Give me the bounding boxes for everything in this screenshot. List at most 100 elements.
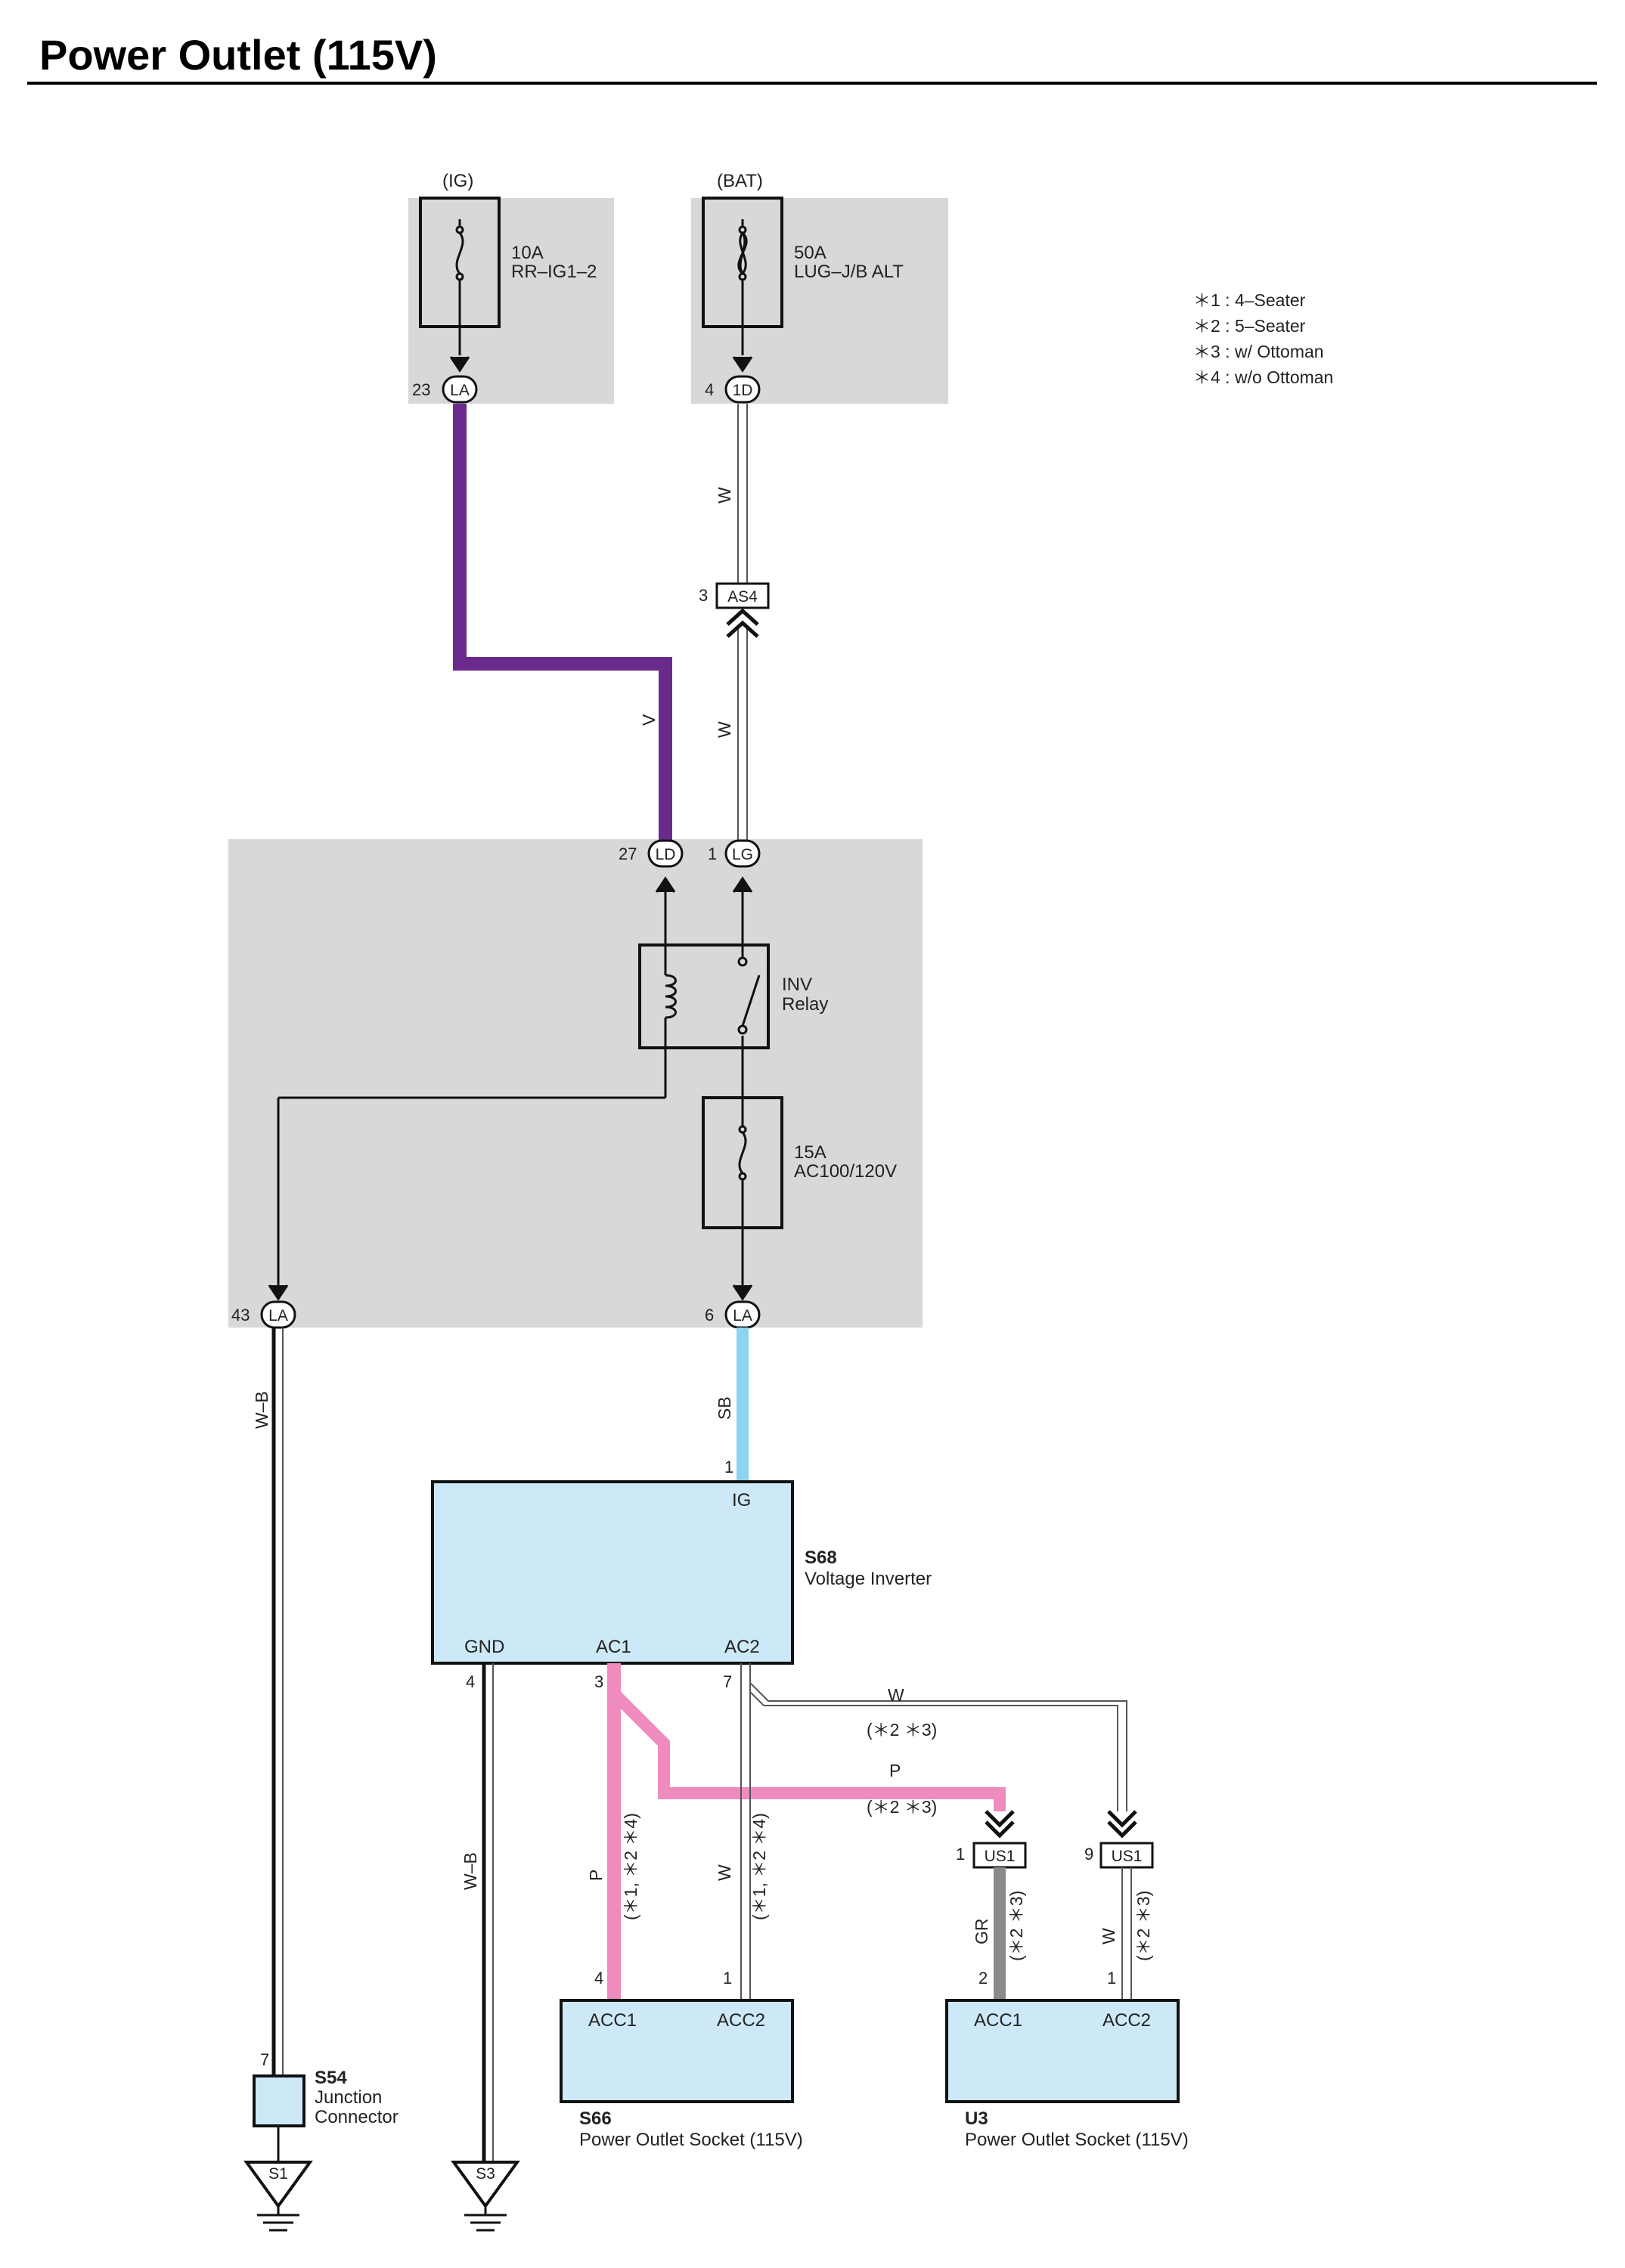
wire-wb1-label: W–B — [252, 1391, 271, 1429]
ground-s3: S3 — [451, 2161, 520, 2232]
us1-left-name: US1 — [985, 1848, 1016, 1865]
u3-acc2: ACC2 — [1102, 2010, 1151, 2031]
wire-p-ottoman-label: P — [889, 1761, 901, 1780]
lg-pin: 1 — [708, 844, 717, 863]
wire-w-main-note: (＊1, ＊2 ＊4) — [749, 1813, 769, 1920]
wire-w-ottoman-note: (＊2 ＊3) — [867, 1720, 937, 1740]
wire-w2-label: W — [715, 721, 734, 738]
inverter-ac2: AC2 — [724, 1637, 760, 1657]
u3-code: U3 — [965, 2108, 988, 2129]
wire-wb2-label: W–B — [461, 1852, 480, 1890]
us1-right-name: US1 — [1112, 1848, 1143, 1865]
wire-w-ottoman-label: W — [888, 1685, 904, 1705]
ig-label: (IG) — [442, 171, 473, 191]
wire-wb-gnd — [482, 1663, 494, 2162]
s54-name1: Junction — [315, 2087, 382, 2108]
internal-wiring — [268, 876, 753, 1301]
la-right-connector: 6 LA — [705, 1300, 761, 1329]
bat-fuse-box — [691, 198, 948, 404]
page-title: Power Outlet (115V) — [39, 31, 437, 79]
notes: ＊1 : 4–Seater ＊2 : 5–Seater ＊3 : w/ Otto… — [1193, 290, 1333, 387]
wire-gr-note: (＊2 ＊3) — [1006, 1891, 1026, 1961]
note-4: ＊4 : w/o Ottoman — [1193, 367, 1333, 387]
wire-p-main-note: (＊1, ＊2 ＊4) — [621, 1813, 640, 1920]
inverter-ig-pin: 1 — [724, 1458, 733, 1476]
bat-label: (BAT) — [717, 171, 763, 191]
u3-acc1: ACC1 — [974, 2010, 1022, 2031]
la-left-connector: 43 LA — [231, 1300, 296, 1329]
wire-v-label: V — [639, 714, 659, 726]
bat-fuse-amps: 50A — [794, 243, 826, 263]
s66-acc2: ACC2 — [717, 2010, 765, 2031]
u3-acc2-pin: 1 — [1107, 1969, 1116, 1988]
inverter-ig: IG — [732, 1490, 751, 1510]
wire-wb-left — [271, 1328, 284, 2076]
inverter-ac1: AC1 — [596, 1637, 631, 1657]
us1-right-connector: 9 US1 — [1084, 1810, 1154, 1869]
ig-connector: LA — [450, 382, 470, 399]
bat-fuse: (BAT) 50A LUG–J/B ALT 4 1D — [702, 171, 904, 404]
ig-fuse: (IG) 10A RR–IG1–2 23 LA — [412, 171, 597, 404]
bat-pin: 4 — [705, 380, 714, 399]
wire-w-u3-label: W — [1099, 1928, 1118, 1944]
u3-name: Power Outlet Socket (115V) — [965, 2130, 1189, 2150]
la-right-pin: 6 — [705, 1306, 714, 1325]
inv-relay: INV Relay — [638, 943, 828, 1049]
inverter-ac2-pin: 7 — [723, 1672, 732, 1691]
inverter-gnd-pin: 4 — [466, 1672, 475, 1691]
wire-white-bat — [737, 404, 748, 841]
lg-connector: 1 LG — [708, 839, 761, 868]
s54-name2: Connector — [315, 2107, 398, 2127]
ig-fuse-amps: 10A — [511, 243, 544, 263]
la-left-pin: 43 — [231, 1306, 250, 1325]
wire-p-main-label: P — [586, 1870, 606, 1881]
ground-s1: S1 — [243, 2161, 313, 2232]
wire-w-u3-note: (＊2 ＊3) — [1133, 1891, 1153, 1961]
ground-s1-label: S1 — [268, 2165, 288, 2183]
socket-u3: 2 1 ACC1 ACC2 U3 Power Outlet Socket (11… — [945, 1969, 1189, 2150]
us1-left-connector: 1 US1 — [956, 1810, 1027, 1869]
as4-connector: 3 AS4 — [699, 582, 770, 638]
s66-acc1: ACC1 — [588, 2010, 637, 2031]
inverter-code: S68 — [805, 1548, 837, 1568]
inverter-ac1-pin: 3 — [594, 1672, 603, 1691]
ig-fuse-box — [408, 198, 614, 404]
as4-pin: 3 — [699, 586, 708, 605]
note-2: ＊2 : 5–Seater — [1193, 316, 1306, 336]
note-3: ＊3 : w/ Ottoman — [1193, 342, 1324, 361]
note-1: ＊1 : 4–Seater — [1193, 290, 1306, 310]
wire-skyblue — [737, 1328, 749, 1482]
s66-name: Power Outlet Socket (115V) — [579, 2130, 803, 2150]
wire-gr-label: GR — [972, 1919, 991, 1945]
lg-name: LG — [732, 846, 753, 863]
ac-fuse: 15A AC100/120V — [702, 1096, 897, 1229]
wire-w1-label: W — [715, 487, 734, 503]
as4-name: AS4 — [727, 588, 758, 606]
socket-s66: 4 1 ACC1 ACC2 S66 Power Outlet Socket (1… — [560, 1969, 803, 2150]
us1-left-pin: 1 — [956, 1845, 965, 1864]
wire-sb-label: SB — [715, 1396, 734, 1420]
ld-connector: 27 LD — [619, 839, 684, 868]
relay-junction-box — [228, 839, 923, 1328]
s66-acc2-pin: 1 — [723, 1969, 732, 1988]
la-right-name: LA — [733, 1307, 752, 1325]
ig-pin: 23 — [412, 380, 430, 399]
relay-name: INV — [782, 974, 812, 995]
wire-violet — [453, 404, 672, 841]
wire-white-u3 — [1121, 1867, 1132, 2000]
bat-fuse-name: LUG–J/B ALT — [794, 262, 904, 282]
inverter-s68: 1 IG GND AC1 AC2 S68 Voltage Inverter 4 … — [431, 1458, 932, 1691]
s66-acc1-pin: 4 — [594, 1969, 603, 1988]
inverter-gnd: GND — [464, 1637, 504, 1657]
ld-pin: 27 — [619, 844, 637, 863]
ld-name: LD — [656, 846, 676, 863]
wire-gray — [994, 1867, 1006, 2000]
wire-w-main-label: W — [715, 1864, 734, 1881]
ac-fuse-name: AC100/120V — [794, 1161, 897, 1182]
u3-acc1-pin: 2 — [978, 1969, 988, 1988]
ac-fuse-amps: 15A — [794, 1142, 826, 1163]
wire-p-ottoman-note: (＊2 ＊3) — [867, 1797, 937, 1817]
la-left-name: LA — [268, 1307, 288, 1325]
ig-fuse-name: RR–IG1–2 — [511, 262, 597, 282]
relay-sub: Relay — [782, 994, 828, 1015]
